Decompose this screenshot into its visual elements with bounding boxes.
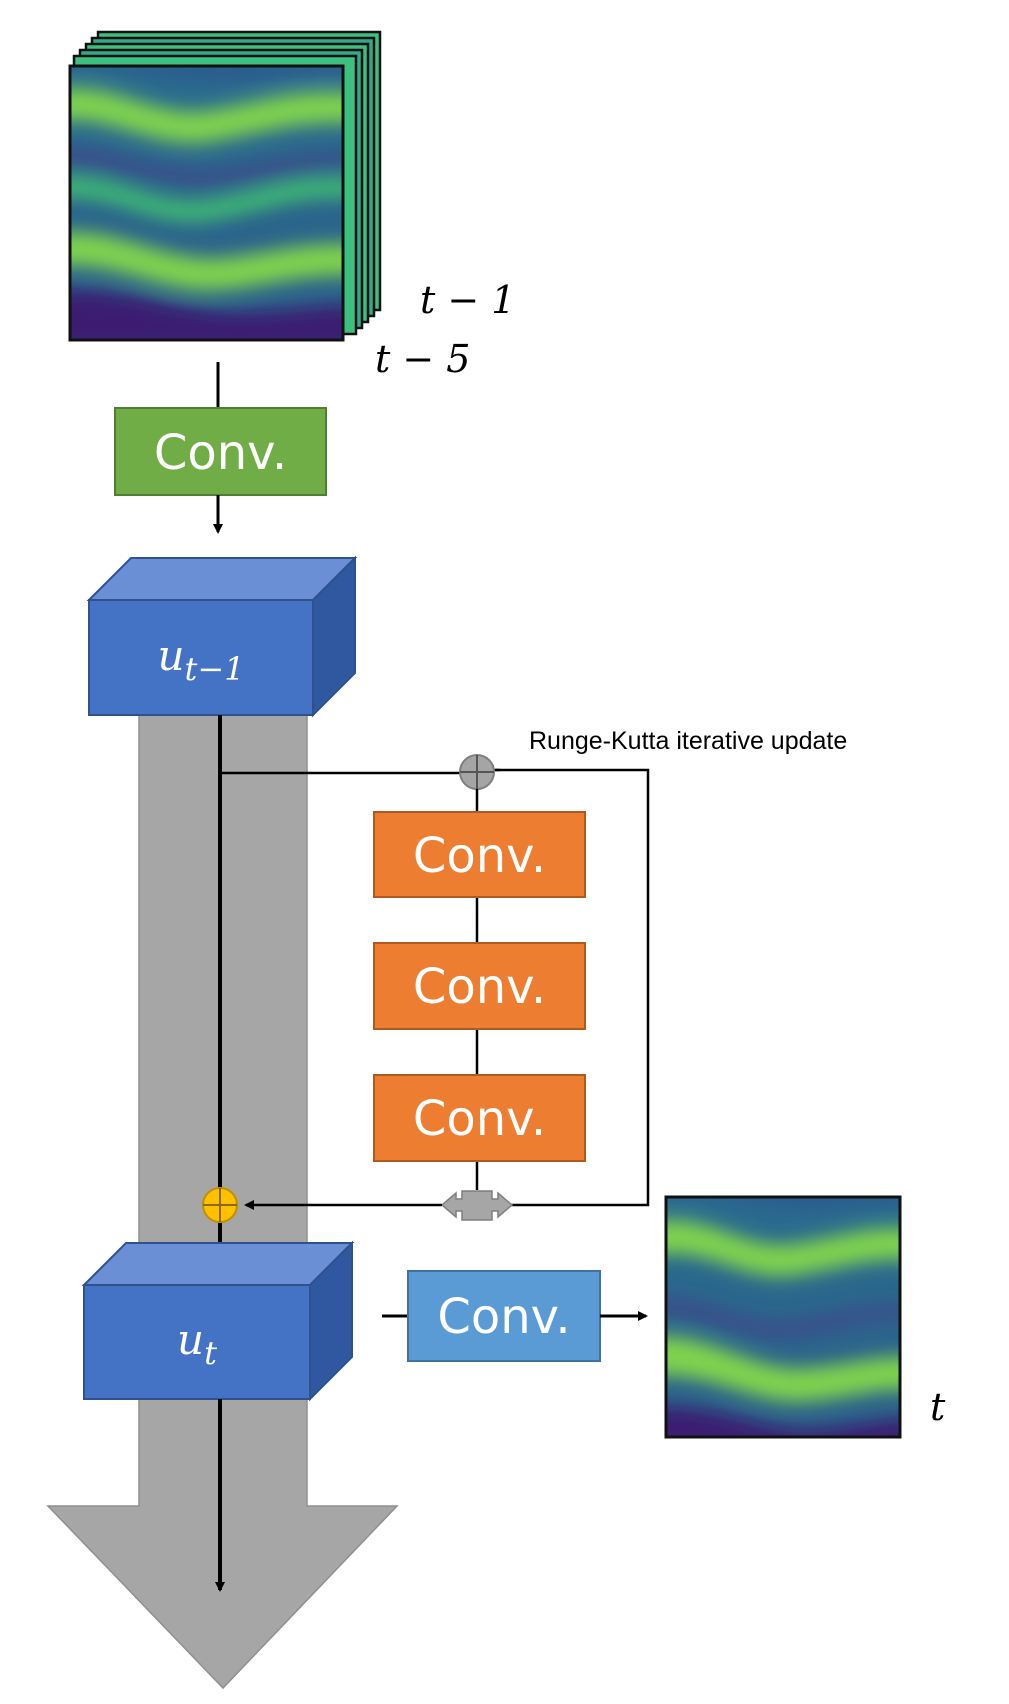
rk-split-connector	[440, 1190, 514, 1221]
state-prev-label: ut−1	[157, 631, 244, 688]
rk-conv-block-2[interactable]: Conv.	[373, 942, 586, 1030]
state-cube-prev: ut−1	[86, 555, 358, 718]
rk-sum-node	[459, 754, 495, 790]
output-frame	[664, 1195, 902, 1439]
input-frame-stack	[68, 30, 382, 342]
rk-conv-block-1[interactable]: Conv.	[373, 811, 586, 898]
state-sum-node	[202, 1187, 238, 1223]
input-frame-front	[68, 64, 345, 342]
decoder-conv-label: Conv.	[437, 1289, 570, 1345]
decoder-conv-block[interactable]: Conv.	[407, 1270, 601, 1362]
rk-conv-label: Conv.	[413, 1091, 546, 1147]
input-label-top: t − 1	[420, 278, 515, 322]
rk-conv-label: Conv.	[413, 959, 546, 1015]
rk-loop-label: Runge-Kutta iterative update	[529, 727, 847, 755]
state-cube-next: ut	[81, 1240, 355, 1402]
rk-conv-block-3[interactable]: Conv.	[373, 1074, 586, 1162]
input-label-bottom: t − 5	[375, 337, 470, 381]
rk-feedback-loop	[495, 768, 650, 1207]
encoder-conv-label: Conv.	[154, 425, 287, 481]
rk-conv-label: Conv.	[413, 828, 546, 884]
state-next-label: ut	[177, 1315, 217, 1372]
output-frame-label: t	[930, 1385, 946, 1429]
encoder-conv-block[interactable]: Conv.	[114, 407, 327, 496]
